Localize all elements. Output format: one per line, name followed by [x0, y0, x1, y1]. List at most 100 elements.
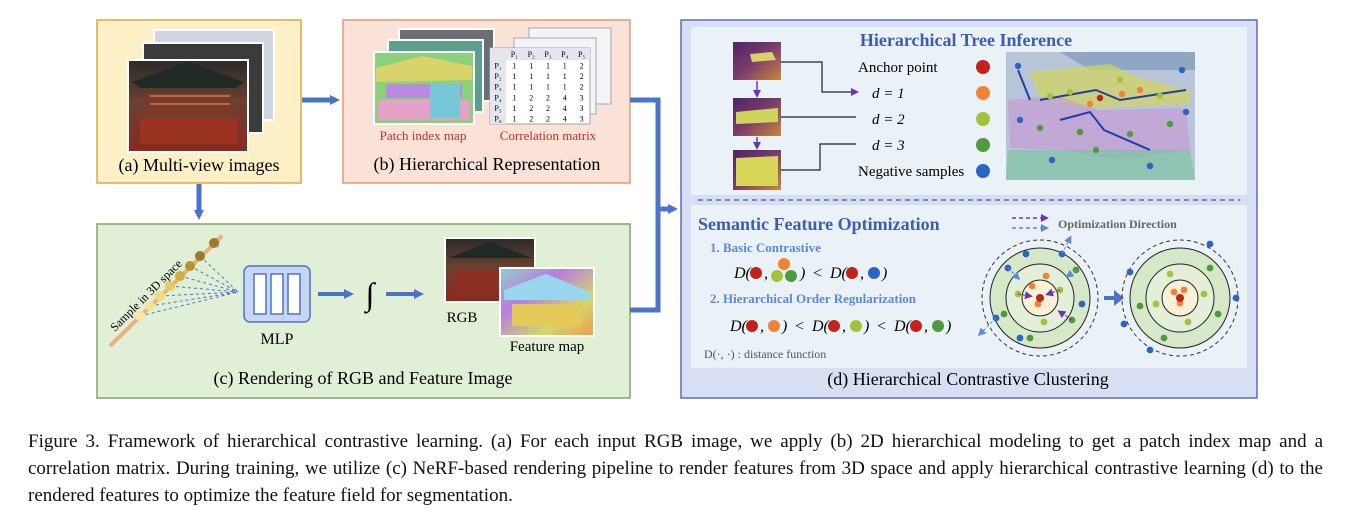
- matrix-col-header: P₄: [561, 50, 568, 59]
- panel-d: Hierarchical Tree Inference Anchor point…: [680, 19, 1258, 399]
- matrix-col-header: P₅: [578, 50, 585, 59]
- hierarchy-thumbnails: [733, 42, 781, 190]
- cluster-point: [1042, 272, 1050, 280]
- panel-c: Sample in 3D space MLP ∫ RGB Feature map…: [96, 223, 631, 399]
- ray-sample-points: [135, 238, 219, 321]
- sample-point: [1086, 100, 1094, 108]
- equation-dot: [778, 258, 790, 270]
- arrow-c-to-d: [630, 209, 661, 313]
- matrix-cell: 3: [580, 115, 584, 124]
- equation-text: ,: [860, 265, 864, 282]
- cluster-point: [1034, 300, 1042, 308]
- matrix-col-header: P₁: [511, 50, 518, 59]
- equation-dot: [828, 320, 840, 332]
- cluster-point: [1160, 334, 1168, 342]
- sample-point: [1166, 120, 1174, 128]
- matrix-cell: 1: [529, 72, 533, 81]
- direction-arrow: [977, 317, 997, 337]
- panel-a-title: (a) Multi-view images: [119, 155, 280, 176]
- equation-text: D(: [733, 265, 753, 282]
- cluster-point: [1120, 320, 1128, 328]
- legend-label: d = 2: [872, 112, 905, 128]
- matrix-row-header: P₆: [494, 115, 501, 124]
- matrix-cell: 1: [546, 72, 550, 81]
- equation-text: ,: [760, 318, 764, 335]
- matrix-cell: 2: [546, 104, 550, 113]
- sfo-title: Semantic Feature Optimization: [698, 214, 940, 234]
- equation-text: D(: [729, 318, 749, 335]
- legend-dot: [976, 60, 990, 74]
- legend-label: Anchor point: [858, 60, 938, 76]
- equation-dot: [846, 267, 858, 279]
- matrix-cell: 2: [546, 93, 550, 102]
- panel-c-title: (c) Rendering of RGB and Feature Image: [214, 368, 513, 389]
- equation-text: ,: [764, 265, 768, 282]
- matrix-cell: 1: [512, 72, 516, 81]
- feature-map-label: Feature map: [510, 339, 585, 355]
- legend-label: Negative samples: [858, 164, 964, 180]
- figure-caption: Figure 3. Framework of hierarchical cont…: [28, 431, 1323, 506]
- hti-title: Hierarchical Tree Inference: [860, 30, 1072, 50]
- matrix-cell: 2: [580, 62, 584, 71]
- cluster-point: [1028, 282, 1036, 290]
- equation-dot: [750, 267, 762, 279]
- sample-point: [1014, 62, 1022, 70]
- equation-text: ): [799, 265, 805, 282]
- equation-dot: [932, 320, 944, 332]
- direction-arrow: [1065, 269, 1077, 278]
- matrix-cell: 1: [529, 83, 533, 92]
- matrix-row-header: P₂: [494, 72, 501, 81]
- distance-function-note: D(·, ·) : distance function: [704, 347, 826, 361]
- sample-point: [1178, 66, 1186, 74]
- panel-b-title: (b) Hierarchical Representation: [374, 154, 601, 175]
- cluster-point: [1232, 294, 1240, 302]
- direction-arrow: [1007, 267, 1021, 281]
- cluster-point: [1170, 288, 1178, 296]
- panel-d-title: (d) Hierarchical Contrastive Clustering: [827, 369, 1108, 390]
- direction-arrow: [1057, 310, 1073, 321]
- arrow-b-to-d: [630, 97, 678, 214]
- optimization-direction-label: Optimization Direction: [1058, 217, 1177, 231]
- equation-dot: [868, 267, 880, 279]
- cluster-point: [1126, 268, 1134, 276]
- cluster-point: [1206, 264, 1214, 272]
- matrix-cell: 3: [580, 93, 584, 102]
- cluster-point: [1200, 290, 1208, 298]
- matrix-cell: 1: [512, 93, 516, 102]
- matrix-cell: 2: [529, 104, 533, 113]
- clusters-after: [1120, 239, 1240, 357]
- matrix-row-header: P₁: [494, 62, 501, 71]
- equation-text: ): [863, 318, 869, 335]
- sample-point: [1046, 92, 1054, 100]
- matrix-cell: 1: [563, 83, 567, 92]
- equation-dot: [910, 320, 922, 332]
- equation-text: D(: [811, 318, 831, 335]
- equation-text: ,: [842, 318, 846, 335]
- matrix-cell: 2: [529, 93, 533, 102]
- matrix-cell: 1: [563, 72, 567, 81]
- patch-index-map-label: Patch index map: [380, 128, 467, 143]
- cluster-point: [1016, 334, 1024, 342]
- cluster-point: [1026, 334, 1034, 342]
- equation-text: <: [812, 265, 823, 282]
- matrix-cell: 2: [580, 72, 584, 81]
- matrix-cell: 1: [512, 115, 516, 124]
- direction-arrow: [1017, 291, 1033, 300]
- matrix-cell: 2: [529, 115, 533, 124]
- clustered-segmentation-image: [1006, 52, 1195, 180]
- legend-dot: [976, 138, 990, 152]
- before-after-arrow: [1104, 290, 1124, 306]
- mlp-label: MLP: [261, 331, 294, 348]
- hier-order-equation: D(,)<D(,)<D(,): [729, 318, 951, 335]
- matrix-cell: 1: [546, 83, 550, 92]
- cluster-point: [1214, 310, 1222, 318]
- sample-point: [1156, 92, 1164, 100]
- legend-dot: [976, 164, 990, 178]
- legend-label: d = 1: [872, 86, 905, 102]
- feature-map-image: [499, 267, 595, 337]
- equation-text: ): [781, 318, 787, 335]
